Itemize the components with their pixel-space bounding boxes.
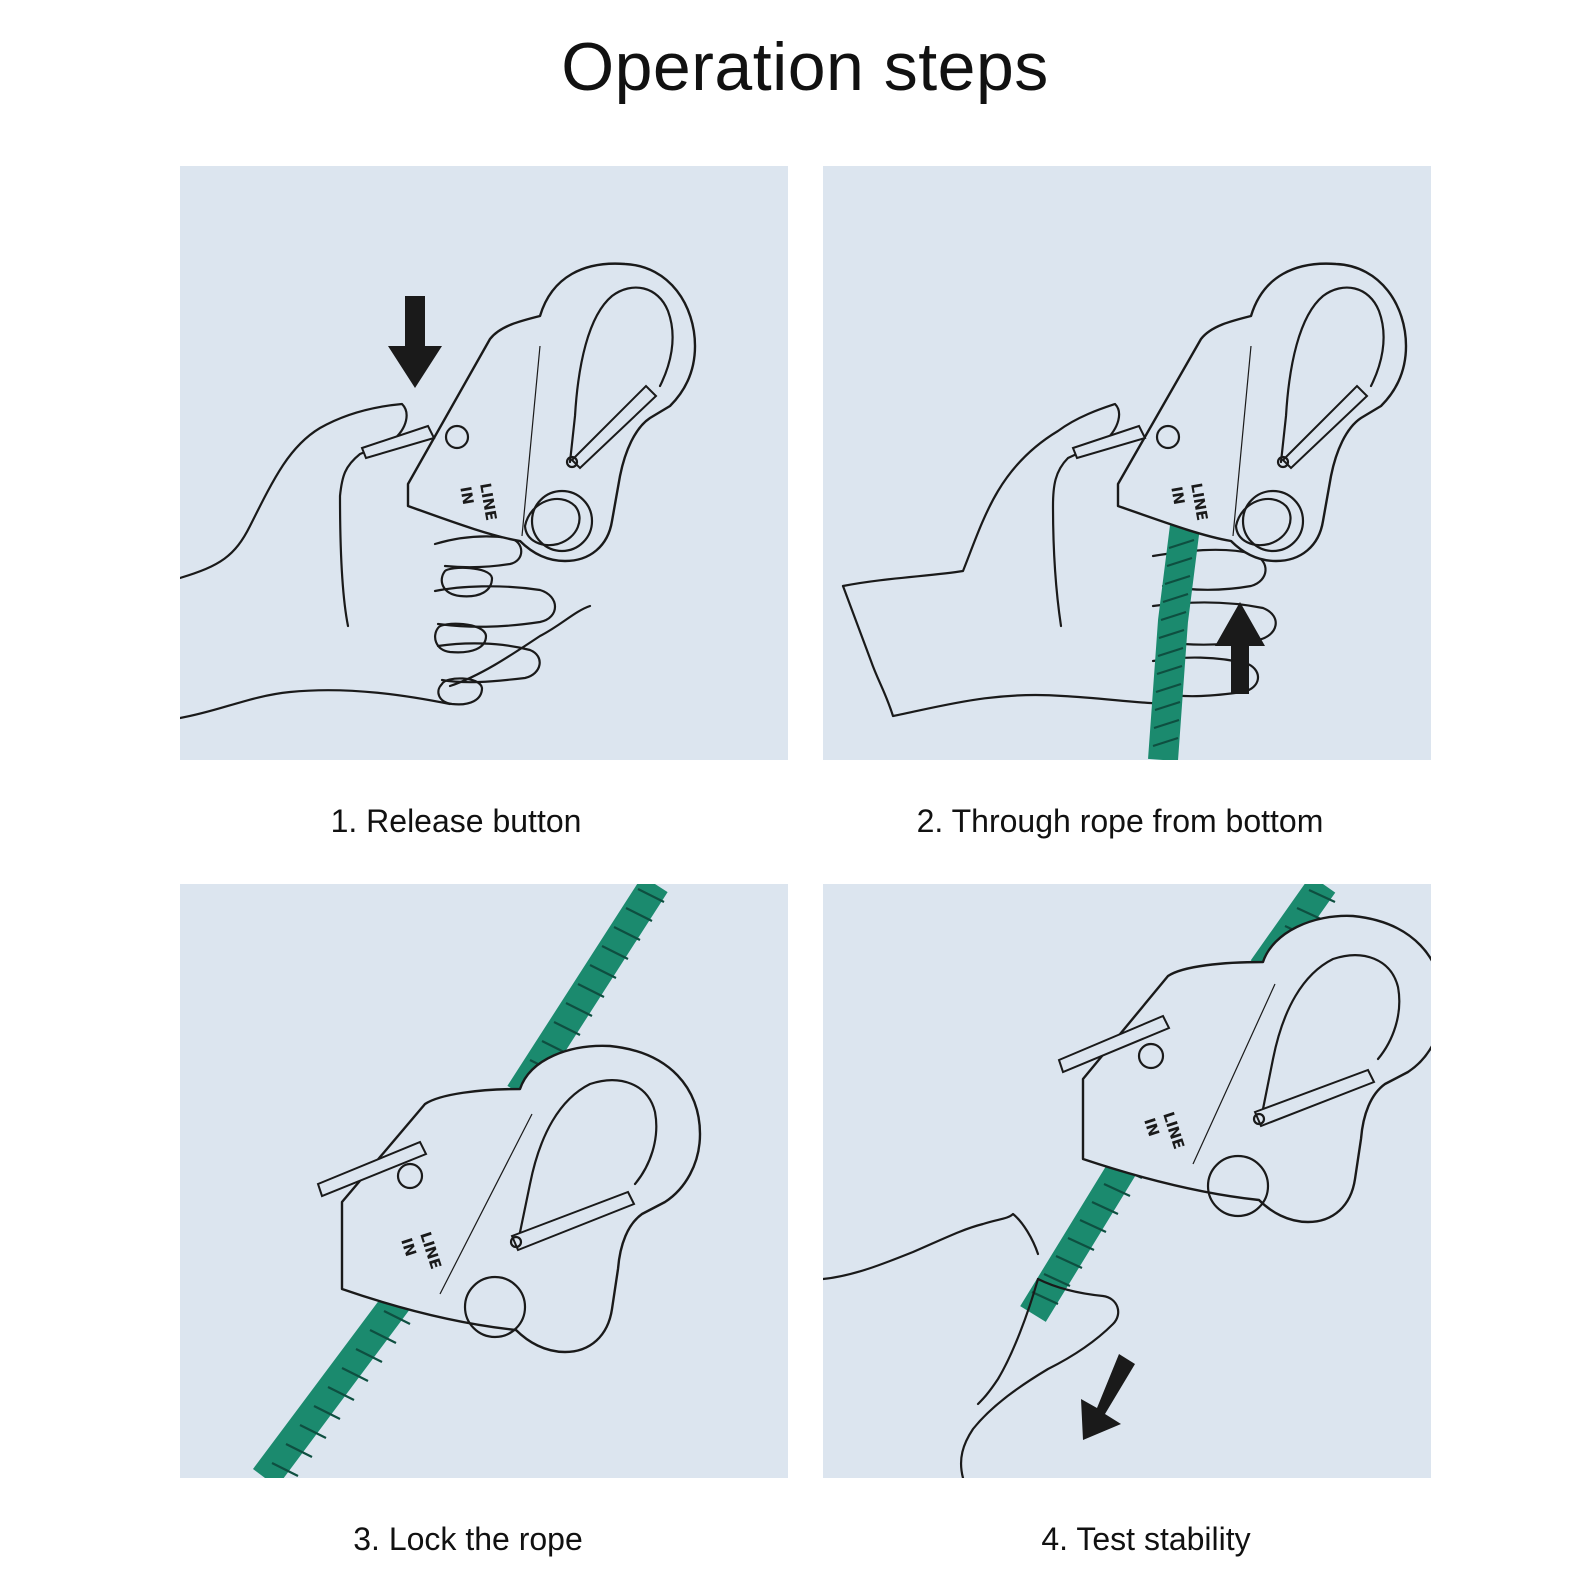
locking-ring [463, 1275, 527, 1339]
svg-text:IN: IN [397, 1236, 420, 1259]
page-title: Operation steps [561, 29, 1049, 105]
finger-1 [433, 535, 523, 569]
carabiner-gate [510, 1190, 636, 1252]
step-4-caption: 4. Test stability [1041, 1521, 1251, 1557]
finger-2 [1151, 601, 1277, 646]
step-3-illustration: LINE IN [180, 884, 788, 1478]
carabiner-loop [568, 286, 674, 464]
hand-outline [180, 402, 408, 628]
step-2-caption: 2. Through rope from bottom [916, 803, 1324, 839]
release-lever [316, 1140, 428, 1198]
step-2-illustration: LINE IN [823, 166, 1431, 760]
hand-outline [823, 1212, 1040, 1281]
carabiner-gate [1253, 1068, 1376, 1128]
finger-2 [433, 585, 557, 628]
release-lever [360, 424, 436, 460]
finger-3 [1151, 656, 1259, 698]
carabiner-loop [516, 1079, 658, 1244]
thumb [1234, 497, 1292, 547]
hand-outline [841, 402, 1121, 628]
svg-text:IN: IN [1140, 1116, 1163, 1139]
thumb [523, 497, 581, 547]
step-3-caption: 3. Lock the rope [353, 1521, 583, 1557]
device-hole [1137, 1042, 1165, 1070]
device-hole [444, 424, 470, 450]
device-hole [1155, 424, 1181, 450]
release-lever [1071, 424, 1147, 460]
arrow-down-left-icon [1081, 1354, 1135, 1440]
device-hole [396, 1162, 424, 1190]
tensioner-device [340, 1044, 702, 1354]
rope-twist-pattern [1152, 538, 1195, 748]
rope [1148, 524, 1200, 760]
locking-ring [1206, 1154, 1270, 1218]
step-1-caption: 1. Release button [330, 803, 582, 839]
carabiner-gate [1281, 384, 1369, 470]
release-lever [1057, 1014, 1171, 1074]
carabiner-loop [1259, 954, 1401, 1121]
thumb-ring [1241, 489, 1305, 553]
arrow-down-icon [388, 296, 442, 388]
arrow-up-icon [1215, 602, 1265, 694]
tensioner-device [1081, 914, 1431, 1224]
tensioner-device [1116, 262, 1408, 563]
finger-3 [436, 642, 541, 684]
step-1-illustration: LINE IN [180, 166, 788, 760]
carabiner-loop [1279, 286, 1385, 464]
thumb-ring [530, 489, 594, 553]
tensioner-device [406, 262, 697, 563]
step-4-illustration: LINE IN [823, 884, 1431, 1478]
svg-text:IN: IN [456, 485, 477, 506]
carabiner-gate [570, 384, 658, 470]
svg-text:IN: IN [1167, 485, 1188, 506]
